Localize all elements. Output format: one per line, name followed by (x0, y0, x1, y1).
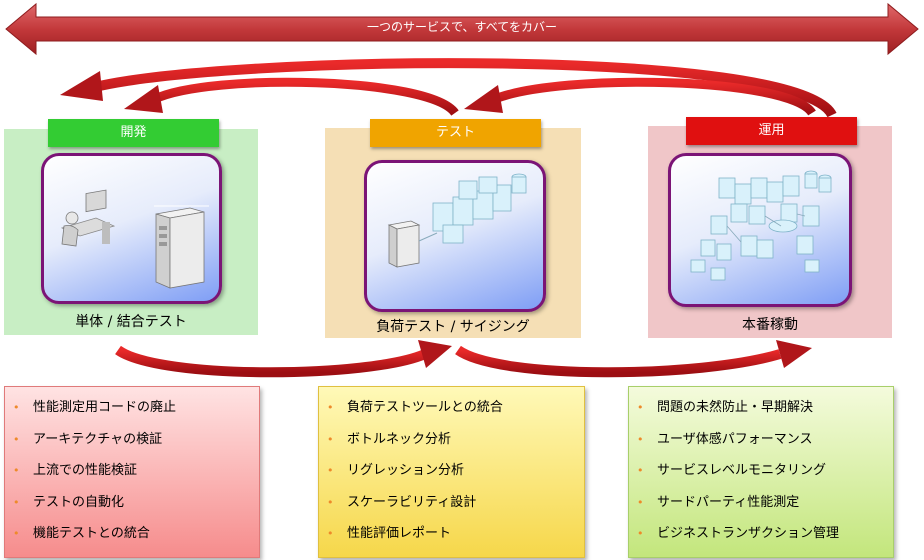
arrow-ops-to-dev (93, 58, 837, 118)
bullet-icon: • (637, 527, 644, 541)
panel-test-caption: 負荷テスト / サイジング (376, 319, 530, 335)
panel-ops-title: 運用 (686, 117, 857, 145)
list-item: •ボトルネック分析 (327, 427, 584, 459)
bullet-icon: • (637, 495, 644, 509)
panel-dev-title: 開発 (48, 119, 219, 147)
list-item: •上流での性能検証 (13, 458, 259, 490)
list-dev: •性能測定用コードの廃止 •アーキテクチャの検証 •上流での性能検証 •テストの… (4, 386, 260, 558)
bullet-icon: • (637, 432, 644, 446)
arrow-dev-to-test (115, 345, 427, 378)
arrow-ops-to-test-head (464, 85, 503, 113)
arrow-test-to-dev-head (124, 85, 163, 113)
list-item: •テストの自動化 (13, 490, 259, 522)
bullet-icon: • (327, 464, 334, 478)
arrow-ops-to-dev-head (60, 71, 103, 101)
developer-workstation-server-icon (41, 153, 222, 304)
list-ops: •問題の未然防止・早期解決 •ユーザ体感パフォーマンス •サービスレベルモニタリ… (628, 386, 894, 558)
bullet-icon: • (327, 432, 334, 446)
arrow-test-to-dev (153, 77, 459, 117)
arrow-dev-to-test-head (418, 340, 452, 368)
list-item: •性能評価レポート (327, 521, 584, 553)
bullet-icon: • (637, 401, 644, 414)
bullet-icon: • (13, 495, 20, 509)
bullet-icon: • (327, 527, 334, 541)
bullet-icon: • (327, 401, 334, 414)
list-item: •サードパーティ性能測定 (637, 490, 893, 522)
bullet-icon: • (327, 495, 334, 509)
banner-label: 一つのサービスで、すべてをカバー (367, 20, 557, 34)
panel-ops-caption: 本番稼動 (742, 317, 798, 333)
banner-arrow (5, 2, 919, 56)
list-item: •負荷テストツールとの統合 (327, 395, 584, 427)
list-item: •アーキテクチャの検証 (13, 427, 259, 459)
list-item: •リグレッション分析 (327, 458, 584, 490)
bullet-icon: • (13, 464, 20, 478)
bullet-icon: • (13, 432, 20, 446)
list-item: •性能測定用コードの廃止 (13, 395, 259, 427)
panel-test-title: テスト (370, 119, 541, 147)
panel-dev-caption: 単体 / 結合テスト (75, 314, 187, 330)
arrow-ops-to-test (493, 77, 816, 117)
feedback-arrows (60, 58, 837, 118)
bullet-icon: • (13, 527, 20, 541)
list-test: •負荷テストツールとの統合 •ボトルネック分析 •リグレッション分析 •スケーラ… (318, 386, 585, 558)
list-item: •サービスレベルモニタリング (637, 458, 893, 490)
list-item: •ビジネストランザクション管理 (637, 521, 893, 553)
list-item: •問題の未然防止・早期解決 (637, 395, 893, 427)
bullet-icon: • (13, 401, 20, 414)
production-datacenter-icon (668, 153, 852, 307)
test-server-network-icon (364, 160, 546, 312)
list-item: •ユーザ体感パフォーマンス (637, 427, 893, 459)
forward-arrows (115, 340, 812, 378)
list-item: •機能テストとの統合 (13, 521, 259, 553)
arrow-test-to-ops-head (776, 340, 812, 368)
list-item: •スケーラビリティ設計 (327, 490, 584, 522)
arrow-test-to-ops (455, 345, 782, 378)
bullet-icon: • (637, 464, 644, 478)
